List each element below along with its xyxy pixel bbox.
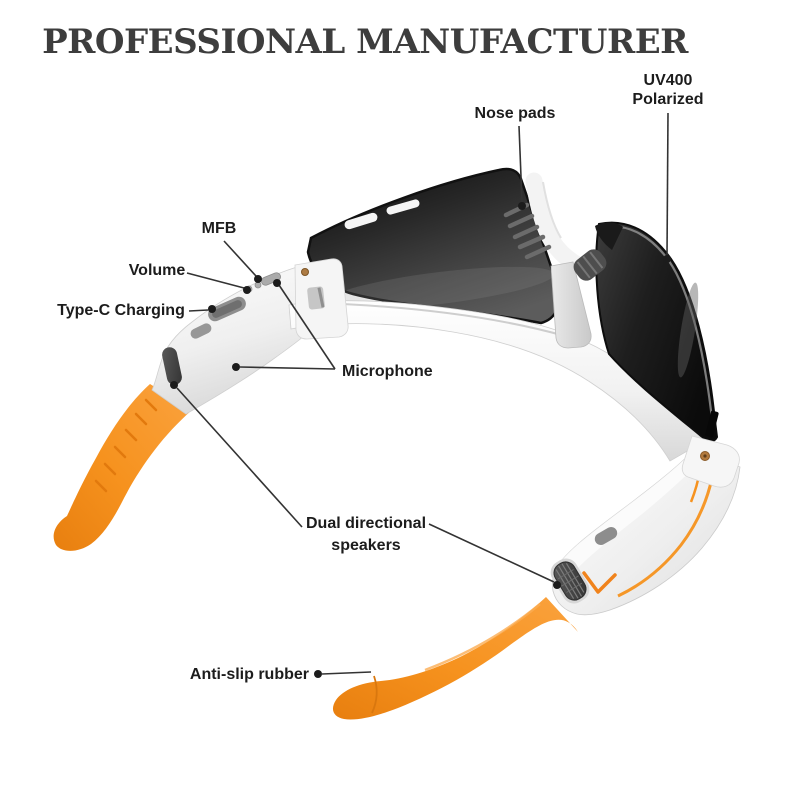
right-temple bbox=[550, 449, 741, 616]
left-orange-arm bbox=[53, 384, 192, 551]
right-hinge bbox=[681, 435, 740, 488]
right-temple-tip bbox=[332, 597, 578, 720]
label-mfb: MFB bbox=[201, 220, 237, 237]
right-lens-notch bbox=[705, 410, 719, 438]
anti-slip-ribs bbox=[94, 398, 158, 493]
label-dual-speakers-line2: speakers bbox=[331, 537, 401, 554]
leader-nose-pads bbox=[518, 125, 526, 210]
label-uv400-polarized: UV400 Polarized bbox=[593, 71, 743, 109]
label-dual-speakers-line1: Dual directional bbox=[305, 515, 427, 532]
label-anti-slip-rubber: Anti-slip rubber bbox=[189, 666, 309, 683]
leader-microphone bbox=[232, 279, 336, 371]
lens-sheen bbox=[325, 266, 555, 310]
leader-dot bbox=[273, 279, 281, 287]
label-volume: Volume bbox=[128, 262, 186, 279]
right-lens-cap bbox=[595, 222, 623, 250]
leader-dot bbox=[314, 670, 322, 678]
label-type-c-charging: Type-C Charging bbox=[57, 302, 185, 319]
temple-vent-slot bbox=[190, 323, 212, 339]
leader-dot bbox=[208, 305, 216, 313]
right-lens-sheen bbox=[677, 282, 699, 378]
lens-vent-1 bbox=[344, 212, 378, 230]
nose-arm-edge bbox=[542, 181, 562, 239]
label-uv400-line1: UV400 bbox=[643, 72, 693, 89]
temple-orange-stripe bbox=[617, 477, 714, 598]
leader-uv400 bbox=[663, 112, 671, 263]
leader-dot bbox=[232, 363, 240, 371]
leader-lines bbox=[170, 112, 671, 678]
page-title: PROFESSIONAL MANUFACTURER bbox=[42, 22, 688, 62]
rim-top-shadow bbox=[319, 302, 566, 337]
type-c-port bbox=[208, 296, 246, 322]
left-hinge-screw bbox=[301, 268, 309, 276]
leader-mfb bbox=[223, 240, 262, 283]
right-hinge-block bbox=[681, 435, 740, 488]
left-temple-tip bbox=[53, 384, 192, 551]
left-speaker-slot bbox=[162, 347, 182, 385]
label-dual-speakers: Dual directional speakers bbox=[286, 513, 446, 557]
leader-dot bbox=[170, 381, 178, 389]
label-microphone: Microphone bbox=[342, 363, 433, 380]
temple-orange-chevron bbox=[582, 571, 617, 594]
right-temple-body bbox=[552, 449, 741, 616]
mfb-button bbox=[261, 272, 281, 286]
label-uv400-line2: Polarized bbox=[632, 91, 704, 108]
leader-speakers bbox=[170, 381, 561, 589]
right-lens bbox=[595, 221, 719, 442]
leader-dot bbox=[518, 202, 526, 210]
leader-dot bbox=[254, 275, 262, 283]
right-lens-highlight bbox=[602, 225, 714, 420]
left-temple bbox=[151, 265, 305, 415]
leader-dot bbox=[243, 286, 251, 294]
center-strut bbox=[550, 261, 592, 349]
leader-type-c bbox=[188, 305, 216, 313]
lens-vent-2 bbox=[386, 199, 420, 215]
nose-pad-right bbox=[573, 249, 607, 281]
leader-dot bbox=[663, 255, 671, 263]
leader-volume bbox=[186, 272, 251, 294]
label-nose-pads: Nose pads bbox=[474, 105, 556, 122]
hinge-recess bbox=[307, 286, 325, 310]
left-temple-body bbox=[151, 265, 305, 415]
left-hinge bbox=[294, 258, 349, 340]
leader-dot bbox=[553, 581, 561, 589]
leader-anti-slip bbox=[314, 670, 372, 678]
anti-slip-crease bbox=[371, 675, 378, 714]
right-arm-highlight bbox=[424, 603, 541, 672]
left-lens bbox=[306, 167, 561, 325]
right-temple-button bbox=[594, 527, 618, 545]
right-hinge-screw-center bbox=[703, 454, 707, 458]
right-orange-arm bbox=[332, 597, 578, 720]
